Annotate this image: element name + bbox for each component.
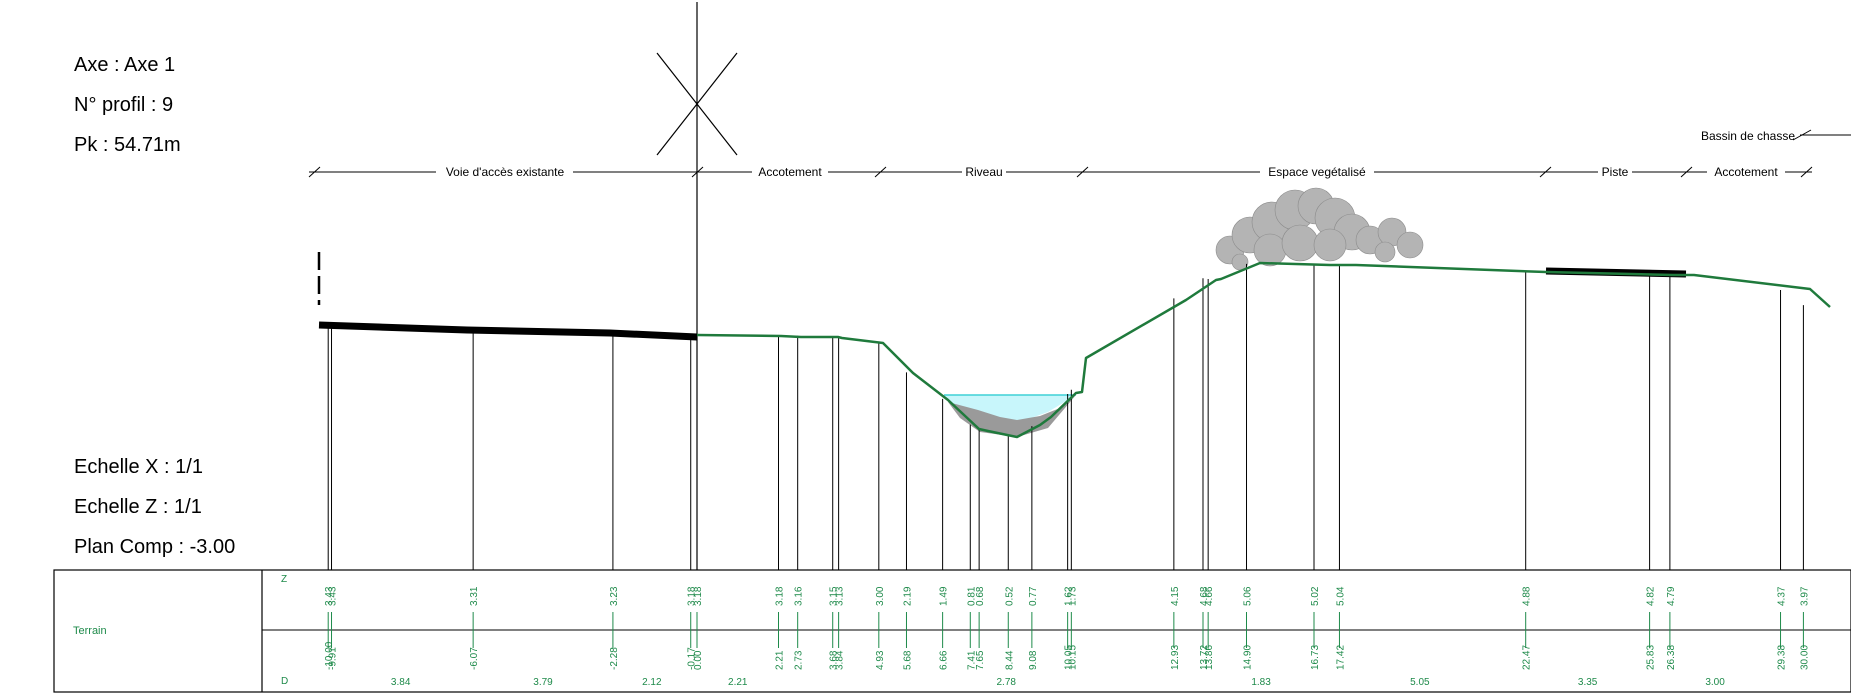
zone-label-piste: Piste bbox=[1602, 165, 1629, 179]
table-z-value: 0.81 bbox=[966, 586, 977, 606]
table-z-value: 0.77 bbox=[1028, 586, 1039, 606]
table-z-value: 4.82 bbox=[1646, 586, 1657, 606]
zone-label-espace-vegetalise: Espace vegétalisé bbox=[1268, 165, 1366, 179]
partial-distance-value: 2.21 bbox=[728, 677, 748, 688]
table-z-value: 4.66 bbox=[1204, 586, 1215, 606]
table-d-value: 2.73 bbox=[794, 650, 805, 670]
table-z-value: 0.68 bbox=[975, 586, 986, 606]
table-d-value: 2.21 bbox=[775, 650, 786, 670]
existing-road bbox=[317, 252, 1687, 341]
table-z-value: 5.06 bbox=[1243, 586, 1254, 606]
table-d-value: 8.44 bbox=[1004, 650, 1015, 670]
profile-number-label: N° profil : 9 bbox=[74, 94, 174, 116]
table-d-value: 10.15 bbox=[1067, 645, 1078, 670]
sediment-area bbox=[948, 395, 1076, 437]
partial-distance-value: 3.84 bbox=[391, 677, 411, 688]
table-row-label: Terrain bbox=[73, 625, 107, 637]
ordinate-lines bbox=[327, 263, 1804, 570]
table-z-value: 4.79 bbox=[1666, 586, 1677, 606]
zone-label-bassin: Bassin de chasse bbox=[1701, 129, 1795, 143]
table-d-value: -9.91 bbox=[328, 647, 339, 670]
table-d-value: 16.73 bbox=[1310, 645, 1321, 670]
terrain-line bbox=[696, 261, 1831, 439]
data-table: Terrain Z D bbox=[53, 569, 1851, 693]
table-d-value: 26.38 bbox=[1666, 645, 1677, 670]
zone-dimension-line bbox=[308, 166, 1813, 178]
table-z-value: 1.62 bbox=[1064, 586, 1075, 606]
partial-distance-value: 1.83 bbox=[1251, 677, 1271, 688]
table-d-value: 9.08 bbox=[1028, 650, 1039, 670]
table-z-value: 3.18 bbox=[693, 586, 704, 606]
table-d-value: 25.83 bbox=[1646, 645, 1657, 670]
table-d-label: D bbox=[281, 676, 288, 687]
table-d-value: 0.00 bbox=[693, 650, 704, 670]
zone-label-accotement-2: Accotement bbox=[1714, 165, 1778, 179]
table-d-value: 29.38 bbox=[1777, 645, 1788, 670]
table-d-value: 10.05 bbox=[1064, 645, 1075, 670]
table-z-value: 3.97 bbox=[1799, 586, 1810, 606]
table-d-value: 5.68 bbox=[902, 650, 913, 670]
partial-distance-value: 2.78 bbox=[997, 677, 1017, 688]
table-z-value: 3.43 bbox=[324, 586, 335, 606]
table-z-value: 5.02 bbox=[1310, 586, 1321, 606]
zone-bassin-de-chasse: Bassin de chasse bbox=[1701, 129, 1851, 143]
table-z-value: 1.49 bbox=[939, 586, 950, 606]
partial-distance-value: 5.05 bbox=[1410, 677, 1430, 688]
table-d-value: 17.42 bbox=[1335, 645, 1346, 670]
partial-distance-value: 3.79 bbox=[533, 677, 553, 688]
partial-distance-value: 3.35 bbox=[1578, 677, 1598, 688]
table-z-value: 3.31 bbox=[469, 586, 480, 606]
table-z-value: 3.00 bbox=[875, 586, 886, 606]
scale-x-label: Echelle X : 1/1 bbox=[74, 456, 203, 478]
zone-label-accotement-1: Accotement bbox=[758, 165, 822, 179]
table-z-value: 4.68 bbox=[1199, 586, 1210, 606]
axe-label: Axe : Axe 1 bbox=[74, 54, 176, 76]
table-d-value: 30.00 bbox=[1799, 645, 1810, 670]
table-z-value: 3.13 bbox=[835, 586, 846, 606]
table-z-value: 3.18 bbox=[687, 586, 698, 606]
plan-comp-label: Plan Comp : -3.00 bbox=[74, 536, 236, 558]
table-d-value: -0.17 bbox=[687, 647, 698, 670]
table-z-value: 3.15 bbox=[829, 586, 840, 606]
vegetation-icon bbox=[1215, 187, 1424, 271]
table-d-value: 12.93 bbox=[1170, 645, 1181, 670]
table-d-value: 22.47 bbox=[1522, 645, 1533, 670]
table-d-value: 13.72 bbox=[1199, 645, 1210, 670]
partial-distance-value: 3.00 bbox=[1705, 677, 1725, 688]
table-z-value: 3.43 bbox=[328, 586, 339, 606]
table-d-value: 7.41 bbox=[966, 650, 977, 670]
table-z-value: 3.16 bbox=[794, 586, 805, 606]
table-values: 3.43 -10.00 3.43 -9.91 3.31 -6.07 3.23 -2.28 3.1… bbox=[324, 586, 1810, 688]
table-d-value: 3.68 bbox=[829, 650, 840, 670]
table-z-value: 3.18 bbox=[775, 586, 786, 606]
zone-label-voie: Voie d'accès existante bbox=[446, 165, 565, 179]
pk-label: Pk : 54.71m bbox=[74, 134, 181, 156]
table-d-value: 3.84 bbox=[835, 650, 846, 670]
table-z-value: 3.23 bbox=[609, 586, 620, 606]
table-d-value: 6.66 bbox=[939, 650, 950, 670]
table-z-value: 4.88 bbox=[1522, 586, 1533, 606]
table-z-label: Z bbox=[281, 574, 287, 585]
table-d-value: 14.90 bbox=[1243, 645, 1254, 670]
table-d-value: -6.07 bbox=[469, 647, 480, 670]
table-z-value: 5.04 bbox=[1335, 586, 1346, 606]
table-d-value: -10.00 bbox=[324, 641, 335, 670]
table-z-value: 4.15 bbox=[1170, 586, 1181, 606]
zone-label-riveau: Riveau bbox=[965, 165, 1002, 179]
table-d-value: 4.93 bbox=[875, 650, 886, 670]
table-d-value: 7.65 bbox=[975, 650, 986, 670]
table-d-value: -2.28 bbox=[609, 647, 620, 670]
scale-z-label: Echelle Z : 1/1 bbox=[74, 496, 202, 518]
table-z-value: 1.73 bbox=[1067, 586, 1078, 606]
table-z-value: 0.52 bbox=[1004, 586, 1015, 606]
partial-distance-value: 2.12 bbox=[642, 677, 662, 688]
table-z-value: 2.19 bbox=[902, 586, 913, 606]
table-z-value: 4.37 bbox=[1777, 586, 1788, 606]
zone-labels: Voie d'accès existante Accotement Riveau… bbox=[446, 165, 1779, 179]
table-d-value: 13.86 bbox=[1204, 645, 1215, 670]
